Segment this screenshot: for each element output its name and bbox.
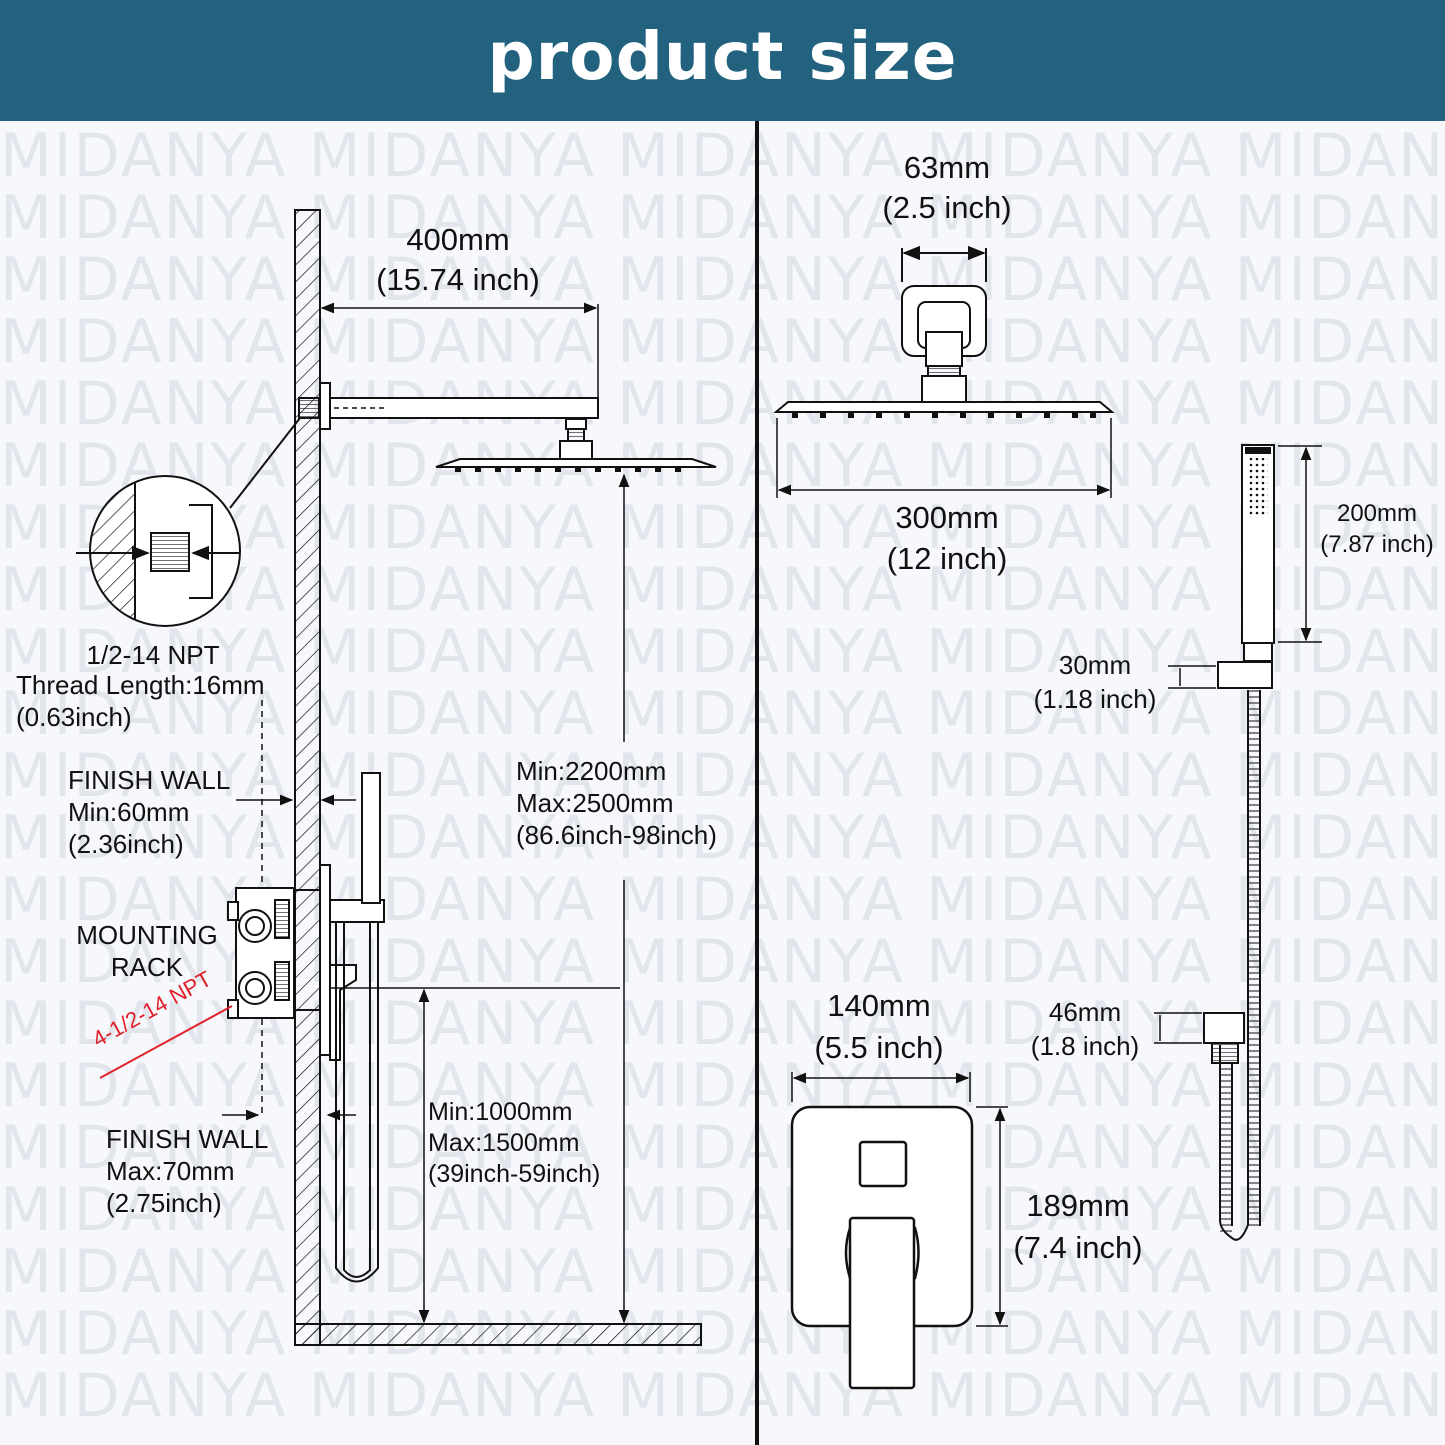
watermark-row: MIDANYA MIDANYA MIDANYA MIDANYA MIDANYA [0, 245, 1445, 315]
valve-height-inch: (39inch-59inch) [428, 1160, 601, 1188]
finish-wall-guides [222, 700, 356, 1121]
thread-length-inch: (0.63inch) [16, 702, 132, 732]
flange-width-inch: (2.5 inch) [882, 190, 1012, 225]
header-banner: product size [0, 0, 1445, 121]
watermark-row: MIDANYA MIDANYA MIDANYA MIDANYA MIDANYA [0, 803, 1445, 873]
dim-arm-length [320, 302, 599, 398]
dim-outlet [1154, 1012, 1202, 1044]
dim-trim [791, 1072, 1008, 1327]
trim-width-inch: (5.5 inch) [814, 1030, 944, 1065]
holder-height-inch: (1.18 inch) [1033, 684, 1157, 714]
flange-width-mm: 63mm [903, 150, 991, 185]
head-width-inch: (12 inch) [886, 541, 1008, 576]
trim-height-inch: (7.4 inch) [1013, 1230, 1143, 1265]
watermark-row: MIDANYA MIDANYA MIDANYA MIDANYA MIDANYA [0, 369, 1445, 439]
watermark-row: MIDANYA MIDANYA MIDANYA MIDANYA MIDANYA [0, 1299, 1445, 1369]
trim-height-mm: 189mm [1026, 1188, 1130, 1223]
valve-height-max: Max:1500mm [428, 1129, 580, 1157]
dim-head-width [776, 418, 1112, 498]
head-height-max: Max:2500mm [516, 788, 674, 818]
thread-detail-callout [76, 417, 301, 627]
watermark-row: MIDANYA MIDANYA MIDANYA MIDANYA MIDANYA [0, 679, 1445, 749]
head-height-inch: (86.6inch-98inch) [516, 820, 717, 850]
valve-trim-front [790, 1105, 974, 1390]
rain-head-nozzles [792, 412, 1096, 418]
watermark-row: MIDANYA MIDANYA MIDANYA MIDANYA MIDANYA [0, 307, 1445, 377]
diagram-canvas: MIDANYA MIDANYA MIDANYA MIDANYA MIDANYA … [0, 121, 1445, 1445]
watermark-row: MIDANYA MIDANYA MIDANYA MIDANYA MIDANYA [0, 431, 1445, 501]
dim-valve-height [330, 987, 620, 1324]
holder-height-mm: 30mm [1058, 650, 1132, 680]
finish-wall-min-inch: (2.36inch) [68, 829, 184, 859]
arm-length-mm: 400mm [406, 222, 510, 257]
watermark-row: MIDANYA MIDANYA MIDANYA MIDANYA MIDANYA [0, 121, 1445, 191]
wall-outlet [1203, 1012, 1245, 1064]
page-title: product size [487, 18, 958, 95]
handheld-length-mm: 200mm [1336, 500, 1418, 527]
valve-trim-side [319, 772, 385, 1283]
finish-wall-min-mm: Min:60mm [68, 797, 190, 827]
hose [1219, 690, 1261, 1241]
watermark-row: MIDANYA MIDANYA MIDANYA MIDANYA MIDANYA [0, 555, 1445, 625]
head-height-min: Min:2200mm [516, 756, 667, 786]
watermark-row: MIDANYA MIDANYA MIDANYA MIDANYA MIDANYA [0, 1113, 1445, 1183]
hand-shower [1217, 444, 1275, 689]
trim-width-mm: 140mm [827, 988, 931, 1023]
finish-wall-max-title: FINISH WALL [106, 1124, 269, 1154]
inlet-leader-line [99, 1005, 233, 1079]
finish-wall-max-inch: (2.75inch) [106, 1188, 222, 1218]
head-width-mm: 300mm [895, 500, 999, 535]
finish-wall-min-title: FINISH WALL [68, 765, 231, 795]
watermark-row: MIDANYA MIDANYA MIDANYA MIDANYA MIDANYA [0, 1237, 1445, 1307]
mounting-rack-label-2: RACK [110, 952, 184, 982]
watermark-row: MIDANYA MIDANYA MIDANYA MIDANYA MIDANYA [0, 1361, 1445, 1431]
watermark-row: MIDANYA MIDANYA MIDANYA MIDANYA MIDANYA [0, 1051, 1445, 1121]
watermark-row: MIDANYA MIDANYA MIDANYA MIDANYA MIDANYA [0, 1175, 1445, 1245]
dim-handheld [1168, 445, 1322, 689]
watermark-row: MIDANYA MIDANYA MIDANYA MIDANYA MIDANYA [0, 183, 1445, 253]
outlet-height-inch: (1.8 inch) [1030, 1031, 1140, 1061]
watermark-row: MIDANYA MIDANYA MIDANYA MIDANYA MIDANYA [0, 617, 1445, 687]
thread-length: Thread Length:16mm [16, 670, 265, 700]
shower-head-nozzles [455, 467, 681, 472]
finish-wall-max-mm: Max:70mm [106, 1156, 235, 1186]
valve-height-min: Min:1000mm [428, 1098, 573, 1126]
rain-head-front [773, 245, 1115, 413]
thread-spec: 1/2-14 NPT [86, 640, 220, 670]
handheld-length-inch: (7.87 inch) [1320, 531, 1434, 558]
shower-arm [298, 382, 717, 468]
arm-length-inch: (15.74 inch) [376, 262, 540, 297]
mounting-rack-label-1: MOUNTING [76, 920, 218, 950]
outlet-height-mm: 46mm [1048, 997, 1122, 1027]
